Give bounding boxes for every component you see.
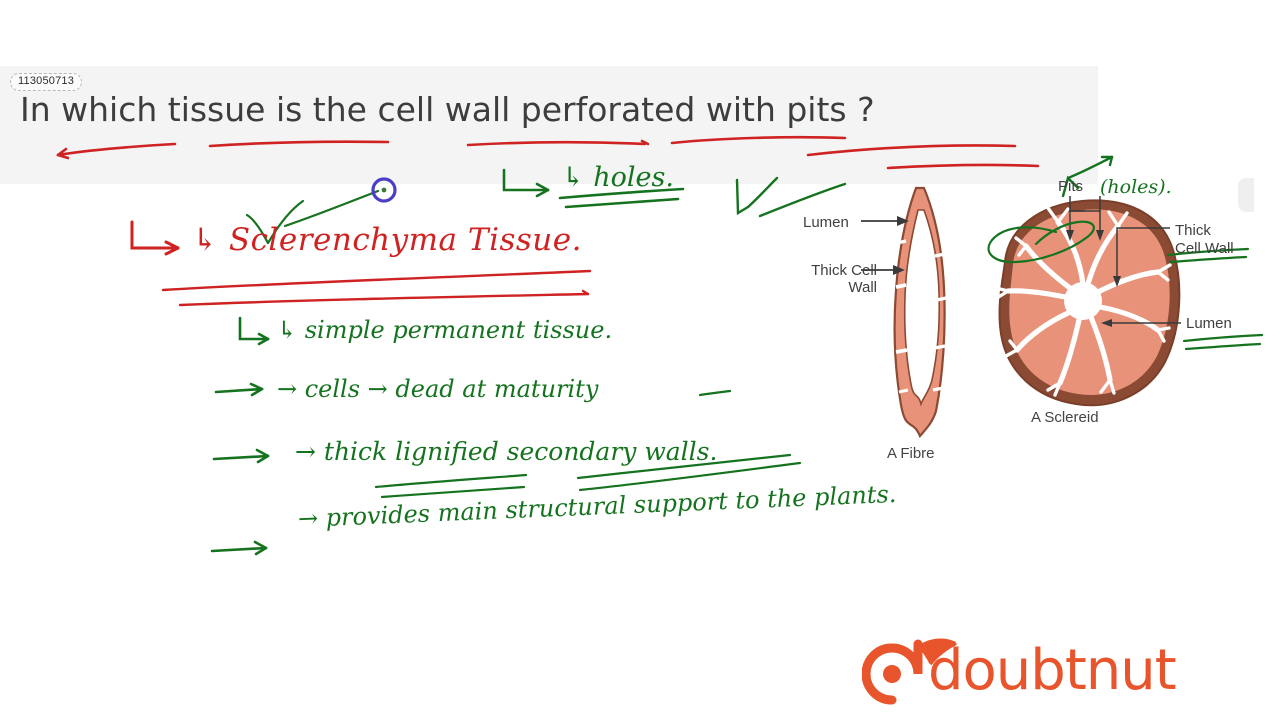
- fibre-thick-cell-wall-line2: Wall: [848, 279, 877, 296]
- green-underline-lumen: [1182, 333, 1264, 351]
- green-arrow-bullets: [210, 316, 270, 556]
- note-provides-structural-support: → provides main structural support to th…: [297, 479, 897, 533]
- fibre-thick-cell-wall-line1: Thick Cell: [811, 262, 877, 279]
- sclereid-diagram: [994, 196, 1181, 407]
- green-underline-thick-cell-wall: [1166, 247, 1250, 264]
- edge-marker: [1238, 178, 1254, 212]
- green-underline-keywords: [374, 389, 802, 499]
- sclereid-thick-cell-wall-line1: Thick: [1175, 222, 1211, 239]
- sclereid-thick-cell-wall-line2: Cell Wall: [1175, 240, 1234, 257]
- note-thick-lignified-secondary-walls: → thick lignified secondary walls.: [295, 437, 718, 466]
- fibre-lumen-label: Lumen: [803, 214, 849, 231]
- answer-sclerenchyma-tissue: ↳ Sclerenchyma Tissue.: [192, 222, 582, 258]
- page-title: In which tissue is the cell wall perfora…: [20, 90, 875, 129]
- red-arrow-answer: [130, 220, 180, 256]
- red-underline-answer: [161, 269, 592, 307]
- doubtnut-wordmark: doubtnut: [928, 638, 1177, 703]
- question-id-badge: 113050713: [10, 73, 83, 91]
- fibre-diagram: [861, 186, 947, 439]
- sclereid-lumen-label: Lumen: [1186, 315, 1232, 332]
- note-pits-holes: (holes).: [1100, 176, 1172, 198]
- doubtnut-logo: doubtnut: [861, 636, 1262, 708]
- fibre-caption: A Fibre: [887, 445, 935, 462]
- doubtnut-logo-mark: [861, 638, 957, 705]
- sclereid-caption: A Sclereid: [1031, 409, 1099, 426]
- green-circle-pits-region: [987, 220, 1095, 264]
- green-pointer-stroke: [245, 189, 380, 245]
- note-simple-permanent-tissue: ↳ simple permanent tissue.: [277, 316, 613, 344]
- note-cells-dead-at-maturity: → cells → dead at maturity: [277, 375, 599, 403]
